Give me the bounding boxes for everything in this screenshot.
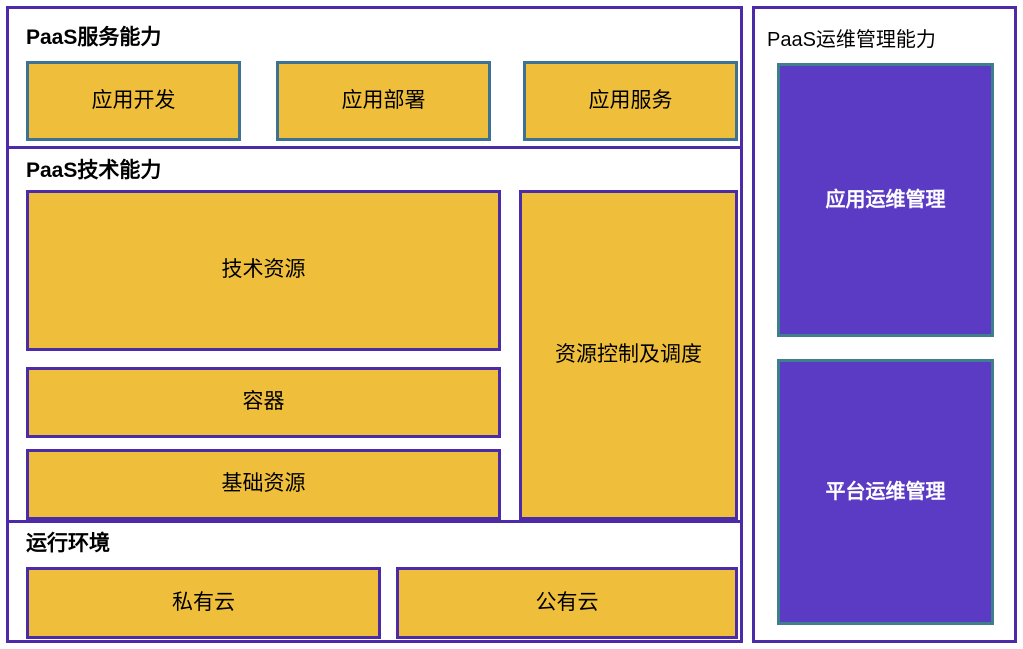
box-private-cloud[interactable]: 私有云 (26, 567, 381, 639)
box-label: 应用运维管理 (825, 188, 946, 211)
section-divider-tech-runtime (9, 520, 740, 523)
box-application-ops-management[interactable]: 应用运维管理 (777, 63, 994, 337)
box-label: 资源控制及调度 (555, 342, 702, 366)
box-technical-resources[interactable]: 技术资源 (26, 190, 501, 351)
box-container[interactable]: 容器 (26, 367, 501, 438)
box-label: 公有云 (535, 590, 599, 614)
box-label: 应用开发 (91, 88, 176, 112)
section-title-paas-service-capability: PaaS服务能力 (26, 26, 162, 49)
section-title-paas-ops-management-capability: PaaS运维管理能力 (767, 29, 936, 51)
box-resource-control-and-scheduling[interactable]: 资源控制及调度 (519, 190, 738, 520)
box-label: 私有云 (172, 590, 235, 614)
box-application-service[interactable]: 应用服务 (523, 61, 738, 141)
box-label: 应用服务 (588, 88, 673, 112)
box-label: 应用部署 (341, 88, 426, 112)
right-panel: PaaS运维管理能力 应用运维管理 平台运维管理 (752, 6, 1017, 643)
box-label: 技术资源 (221, 258, 306, 282)
section-title-runtime-environment: 运行环境 (26, 532, 110, 555)
box-basic-resources[interactable]: 基础资源 (26, 449, 501, 520)
box-label: 容器 (242, 390, 285, 414)
left-panel: PaaS服务能力 应用开发 应用部署 应用服务 PaaS技术能力 技术资源 容器… (6, 6, 743, 643)
box-label: 基础资源 (221, 472, 306, 496)
box-application-development[interactable]: 应用开发 (26, 61, 241, 141)
box-public-cloud[interactable]: 公有云 (396, 567, 738, 639)
box-application-deployment[interactable]: 应用部署 (276, 61, 491, 141)
box-label: 平台运维管理 (825, 480, 946, 503)
section-title-paas-technical-capability: PaaS技术能力 (26, 159, 162, 182)
box-platform-ops-management[interactable]: 平台运维管理 (777, 359, 994, 625)
section-divider-service-tech (9, 146, 740, 149)
